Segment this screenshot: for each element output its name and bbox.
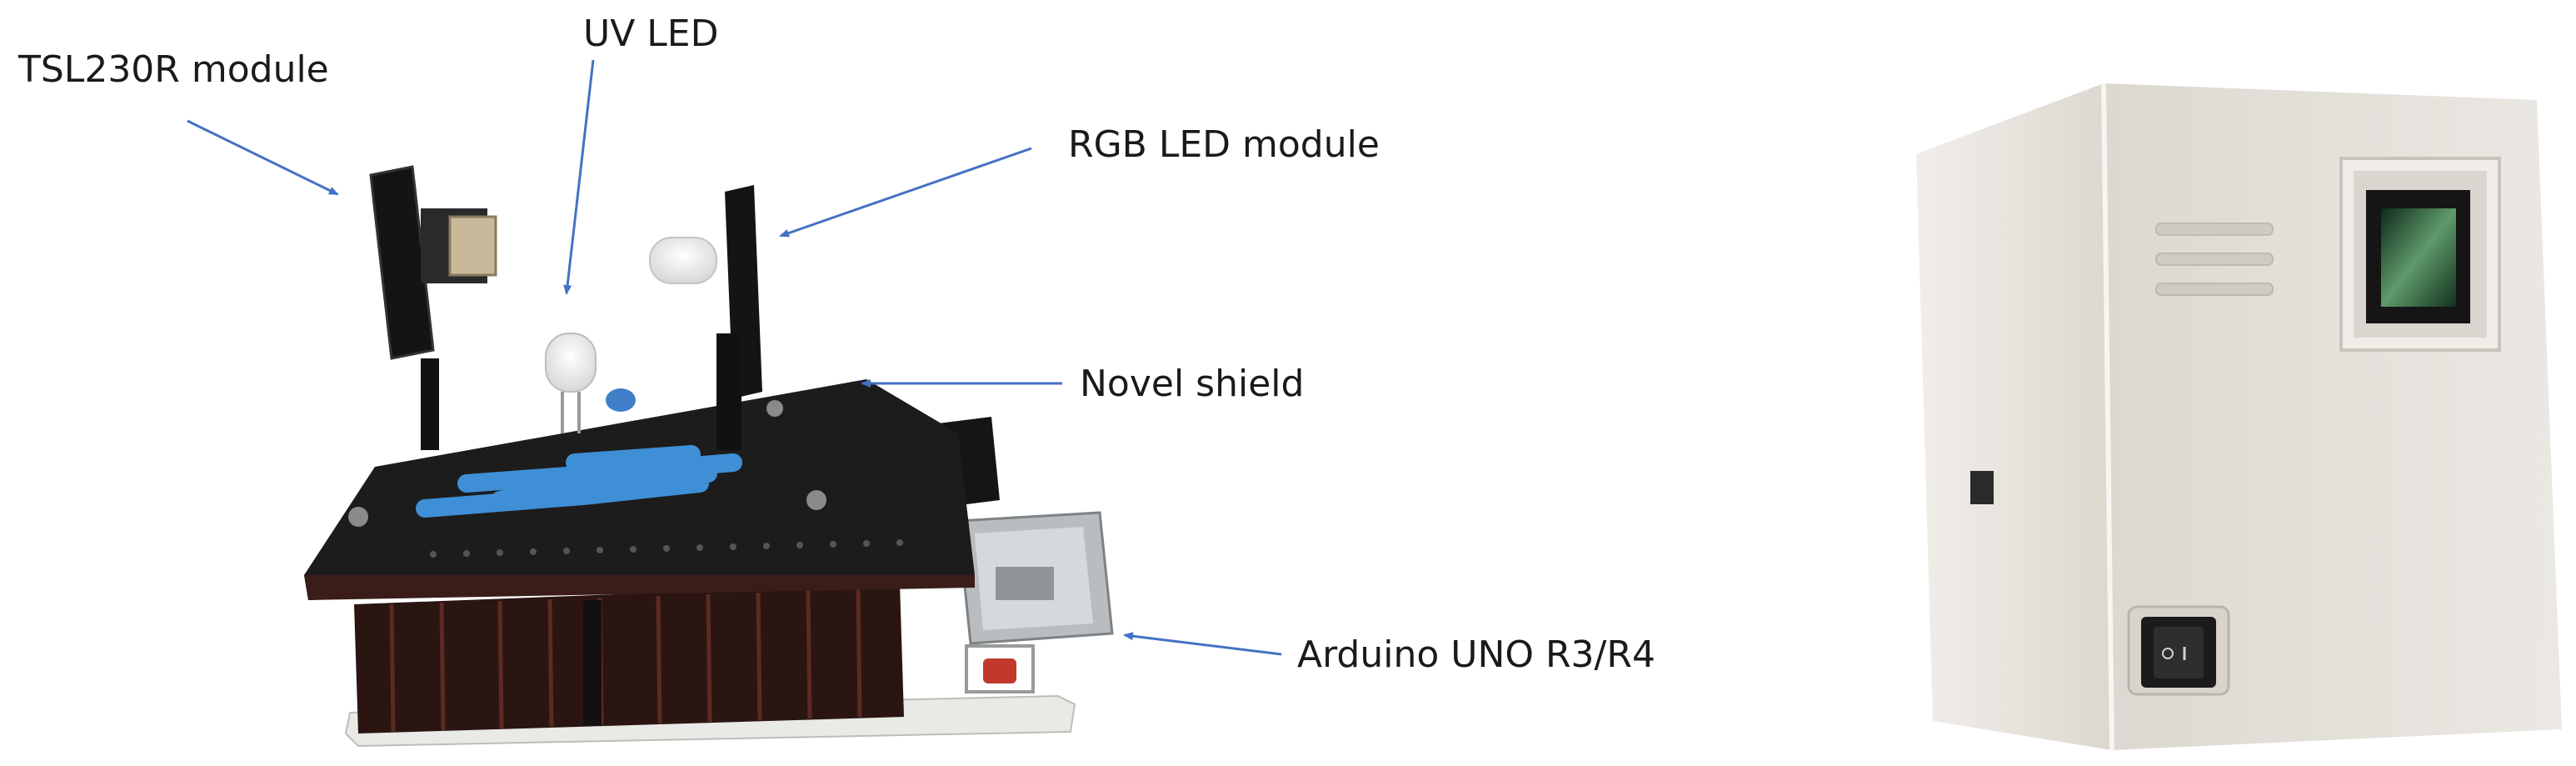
sensor-chip (448, 215, 497, 277)
blue-wires (416, 445, 742, 518)
enclosure-side (1916, 83, 2112, 750)
capacitor (606, 388, 636, 412)
vent-slots (2155, 223, 2274, 296)
label-tsl230r: TSL230R module (17, 48, 329, 91)
sensor-window-icon (2339, 157, 2501, 352)
label-uv-led: UV LED (583, 13, 719, 55)
header-stripes (389, 588, 862, 733)
side-port (1970, 471, 1994, 504)
rgb-led-bulb (649, 237, 717, 284)
led-bulb-icon (545, 333, 597, 433)
label-rgb-led: RGB LED module (1068, 123, 1380, 166)
arrow-arduino (1123, 632, 1282, 656)
shield-pin-row (430, 539, 903, 558)
header-gap (583, 600, 602, 725)
arrow-rgb-led (779, 147, 1032, 238)
pin-headers (354, 583, 904, 733)
shield-holes (348, 400, 826, 527)
label-arduino: Arduino UNO R3/R4 (1297, 633, 1655, 676)
arrow-tsl230r (187, 119, 339, 196)
rocker-switch-icon (2127, 605, 2230, 696)
arrow-uv-led (563, 59, 595, 295)
arduino-assembly-photo (304, 165, 1114, 748)
tsl230r-board (369, 165, 435, 360)
reset-button (983, 658, 1016, 683)
label-shield: Novel shield (1080, 363, 1304, 405)
annotations: TSL230R module UV LED RGB LED module Nov… (17, 13, 1655, 676)
enclosure-photo (1916, 83, 2562, 751)
